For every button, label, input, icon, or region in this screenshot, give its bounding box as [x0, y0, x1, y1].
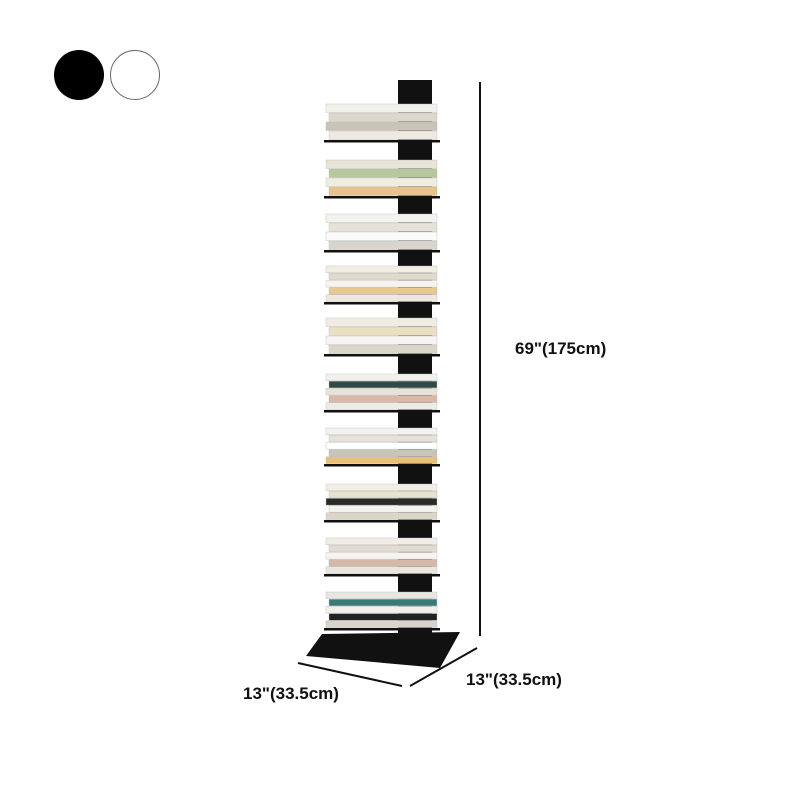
color-swatch-black[interactable]	[54, 50, 104, 100]
book	[325, 606, 438, 614]
shelf	[324, 464, 440, 467]
height-label: 69"(175cm)	[515, 339, 607, 358]
book	[325, 537, 438, 545]
book	[325, 591, 438, 599]
book	[325, 427, 438, 435]
book	[328, 112, 438, 122]
book	[325, 620, 438, 628]
width-dimension-line	[409, 647, 478, 687]
shelf	[324, 302, 440, 305]
book	[328, 287, 438, 295]
book	[325, 373, 438, 381]
book	[328, 381, 438, 389]
book	[325, 402, 438, 410]
book	[325, 213, 438, 223]
book	[328, 435, 438, 443]
book	[328, 545, 438, 553]
book	[328, 505, 438, 513]
shelf	[324, 140, 440, 143]
book	[328, 222, 438, 232]
book	[328, 186, 438, 196]
book	[325, 552, 438, 560]
book	[325, 566, 438, 574]
book	[328, 491, 438, 499]
book	[325, 512, 438, 520]
book	[328, 613, 438, 621]
book	[328, 344, 438, 354]
book	[328, 559, 438, 567]
depth-dimension-line	[297, 662, 403, 687]
book	[325, 483, 438, 491]
shelf	[324, 628, 440, 631]
book	[328, 168, 438, 178]
book	[325, 159, 438, 169]
book	[328, 395, 438, 403]
shelf	[324, 196, 440, 199]
color-swatch-white[interactable]	[110, 50, 160, 100]
shelf	[324, 410, 440, 413]
book	[325, 388, 438, 396]
book	[325, 177, 438, 187]
shelf	[324, 574, 440, 577]
book	[325, 294, 438, 302]
book	[328, 240, 438, 250]
book	[325, 335, 438, 345]
book	[325, 103, 438, 113]
book	[328, 449, 438, 457]
shelf	[324, 250, 440, 253]
book	[325, 498, 438, 506]
bookshelf-tower	[306, 80, 460, 668]
book	[325, 442, 438, 450]
shelf	[324, 354, 440, 357]
shelf	[324, 520, 440, 523]
book	[325, 317, 438, 327]
book	[325, 456, 438, 464]
book	[328, 130, 438, 140]
book	[328, 273, 438, 281]
book	[325, 231, 438, 241]
book	[328, 599, 438, 607]
base-plate	[306, 632, 460, 668]
book	[325, 121, 438, 131]
width-label: 13"(33.5cm)	[466, 670, 562, 689]
depth-label: 13"(33.5cm)	[243, 684, 339, 703]
book	[325, 265, 438, 273]
book	[328, 326, 438, 336]
book	[325, 280, 438, 288]
